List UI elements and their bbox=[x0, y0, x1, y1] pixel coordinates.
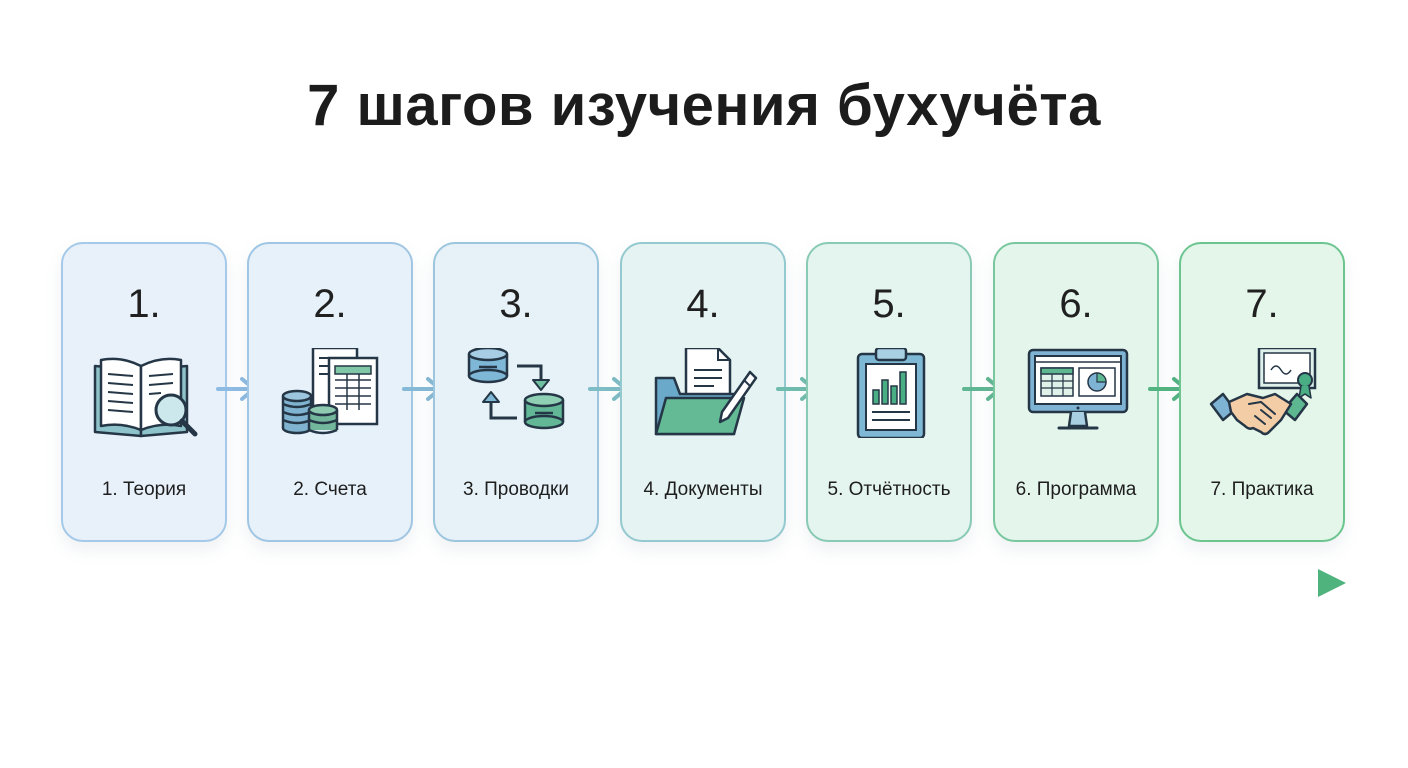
timeline-arrow bbox=[59, 569, 1346, 597]
step-number: 1. bbox=[127, 282, 161, 326]
folder-pen-icon bbox=[654, 348, 758, 436]
step-label: 3. Проводки bbox=[463, 479, 569, 500]
step-label: 1. Теория bbox=[101, 479, 187, 500]
clipboard-chart-icon bbox=[856, 348, 926, 438]
step-number: 4. bbox=[686, 282, 720, 326]
step-label: 4. Документы bbox=[643, 479, 763, 500]
step-card-4: 4. 4. Документы bbox=[620, 242, 786, 542]
database-transfer-icon bbox=[467, 348, 565, 430]
book-magnifier-icon bbox=[93, 357, 198, 438]
step-card-6: 6. 6. Программа bbox=[993, 242, 1159, 542]
step-number: 5. bbox=[872, 282, 906, 326]
step-number: 3. bbox=[499, 282, 533, 326]
step-label: 7. Практика bbox=[1210, 479, 1314, 500]
step-number: 2. bbox=[313, 282, 347, 326]
page-title: 7 шагов изучения бухучёта bbox=[307, 73, 1101, 138]
step-card-3: 3. 3. Проводки bbox=[433, 242, 599, 542]
step-label: 6. Программа bbox=[1015, 479, 1137, 500]
step-label: 5. Отчётность bbox=[827, 479, 951, 500]
handshake-certificate-icon bbox=[1209, 348, 1317, 436]
monitor-spreadsheet-icon bbox=[1027, 348, 1129, 430]
step-card-2: 2. 2. Счета bbox=[247, 242, 413, 542]
step-label: 2. Счета bbox=[293, 479, 367, 500]
step-card-7: 7. 7. Практика bbox=[1179, 242, 1345, 542]
step-card-1: 1. 1. Теория bbox=[61, 242, 227, 542]
step-number: 6. bbox=[1059, 282, 1093, 326]
step-number: 7. bbox=[1245, 282, 1279, 326]
step-card-5: 5. 5. Отчётность bbox=[806, 242, 972, 542]
documents-coins-icon bbox=[281, 348, 379, 435]
